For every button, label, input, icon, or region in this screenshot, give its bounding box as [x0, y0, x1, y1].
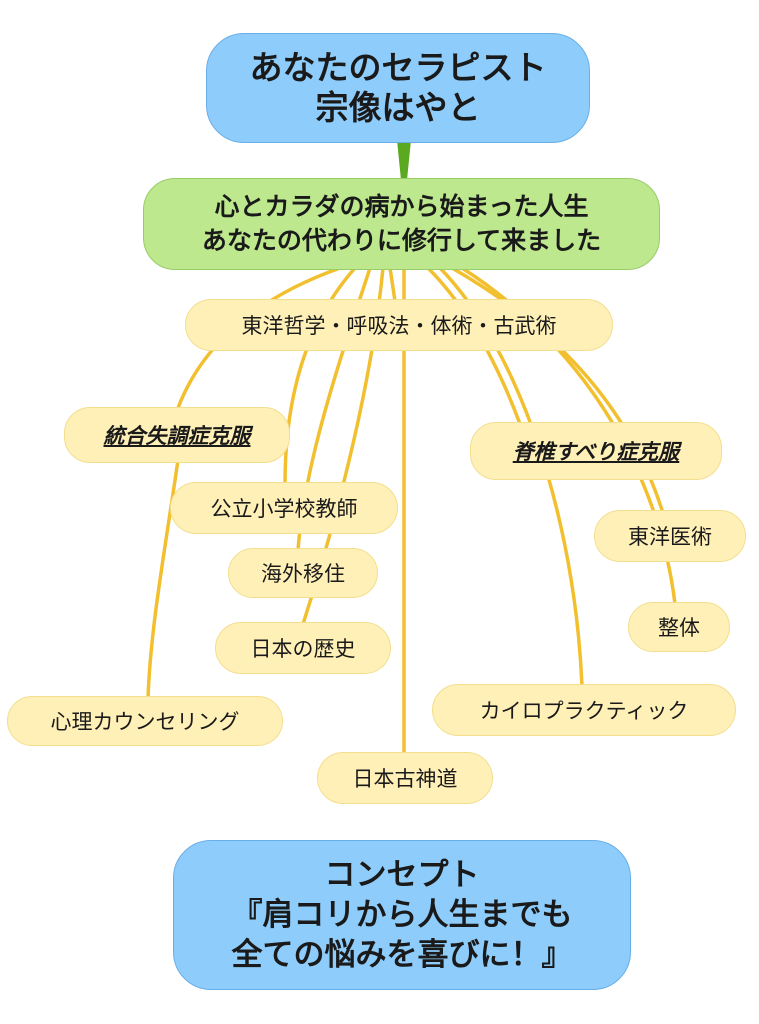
trunk-connector	[397, 140, 411, 180]
teacher-node: 公立小学校教師	[170, 482, 398, 534]
subtitle-node: 心とカラダの病から始まった人生 あなたの代わりに修行して来ました	[143, 178, 660, 270]
edge-oriental-philosophy	[388, 266, 397, 303]
edge-teacher	[283, 266, 357, 486]
spondylolisthesis-node: 脊椎すべり症克服	[470, 422, 722, 480]
oriental-philosophy-node: 東洋哲学・呼吸法・体術・古武術	[185, 299, 613, 351]
overseas-node: 海外移住	[228, 548, 378, 598]
schizophrenia-node: 統合失調症克服	[64, 407, 290, 463]
seitai-node: 整体	[628, 602, 730, 652]
oriental-medicine-node: 東洋医術	[594, 510, 746, 562]
chiropractic-node: カイロプラクティック	[432, 684, 736, 736]
history-node: 日本の歴史	[215, 622, 391, 674]
shinto-node: 日本古神道	[317, 752, 493, 804]
concept-node: コンセプト 『肩コリから人生までも 全ての悩みを喜びに！』	[173, 840, 631, 990]
counseling-node: 心理カウンセリング	[7, 696, 283, 746]
title-node: あなたのセラピスト 宗像はやと	[206, 33, 590, 143]
